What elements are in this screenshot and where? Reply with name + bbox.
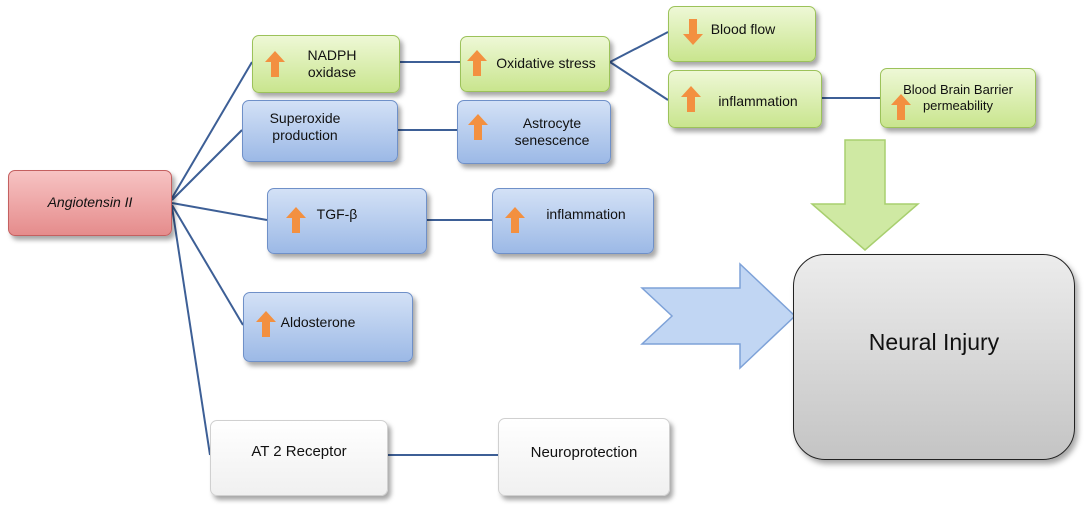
block-arrow-right xyxy=(640,262,797,370)
at2-receptor-node: AT 2 Receptor xyxy=(210,420,388,496)
connector-angiotensin-tgf xyxy=(171,202,268,221)
inflammation-mid-node: inflammation xyxy=(492,188,654,254)
connector-angiotensin-superoxide xyxy=(171,129,243,201)
neural-injury-label: Neural Injury xyxy=(868,328,1000,355)
tgf-beta-label: TGF-β xyxy=(316,206,358,223)
astrocyte-label-line2: senescence xyxy=(514,132,590,148)
up-arrow-icon xyxy=(891,94,911,120)
angiotensin-ii-label: Angiotensin II xyxy=(47,194,133,211)
up-arrow-icon xyxy=(265,51,285,77)
down-arrow-icon xyxy=(683,19,703,45)
nadph-oxidase-label-line1: NADPH xyxy=(307,46,357,63)
blood-flow-label: Blood flow xyxy=(710,21,776,38)
connector-oxidative-inflammation xyxy=(609,61,669,101)
inflammation-top-label: inflammation xyxy=(718,93,798,110)
block-arrow-down xyxy=(809,139,921,251)
up-arrow-icon xyxy=(256,311,276,337)
connector-angiotensin-nadph xyxy=(171,61,253,199)
up-arrow-icon xyxy=(468,114,488,140)
blood-flow-node: Blood flow xyxy=(668,6,816,62)
up-arrow-icon xyxy=(681,86,701,112)
superoxide-label-line1: Superoxide xyxy=(269,109,341,126)
superoxide-label-line2: production xyxy=(272,127,338,143)
inflammation-top-node: inflammation xyxy=(668,70,822,128)
oxidative-stress-node: Oxidative stress xyxy=(460,36,610,92)
connector-angiotensin-at2 xyxy=(171,206,211,456)
up-arrow-icon xyxy=(505,207,525,233)
aldosterone-label: Aldosterone xyxy=(280,314,356,331)
angiotensin-ii-node: Angiotensin II xyxy=(8,170,172,236)
bbb-label-line2: permeability xyxy=(922,98,994,113)
neuroprotection-label: Neuroprotection xyxy=(530,443,638,461)
nadph-oxidase-label-line2: oxidase xyxy=(307,64,357,80)
at2-receptor-label: AT 2 Receptor xyxy=(251,442,347,460)
aldosterone-node: Aldosterone xyxy=(243,292,413,362)
connector-angiotensin-aldosterone xyxy=(171,204,244,326)
nadph-oxidase-node: NADPH oxidase xyxy=(252,35,400,93)
inflammation-mid-label: inflammation xyxy=(546,206,626,223)
bbb-permeability-node: Blood Brain Barrier permeability xyxy=(880,68,1036,128)
up-arrow-icon xyxy=(467,50,487,76)
neural-injury-node: Neural Injury xyxy=(793,254,1075,460)
astrocyte-senescence-node: Astrocyte senescence xyxy=(457,100,611,164)
oxidative-stress-label: Oxidative stress xyxy=(496,55,596,72)
bbb-label-line1: Blood Brain Barrier xyxy=(903,81,1013,97)
superoxide-production-node: Superoxide production xyxy=(242,100,398,162)
connector-oxidative-bloodflow xyxy=(609,31,669,63)
astrocyte-label-line1: Astrocyte xyxy=(522,114,582,131)
tgf-beta-node: TGF-β xyxy=(267,188,427,254)
up-arrow-icon xyxy=(286,207,306,233)
neuroprotection-node: Neuroprotection xyxy=(498,418,670,496)
